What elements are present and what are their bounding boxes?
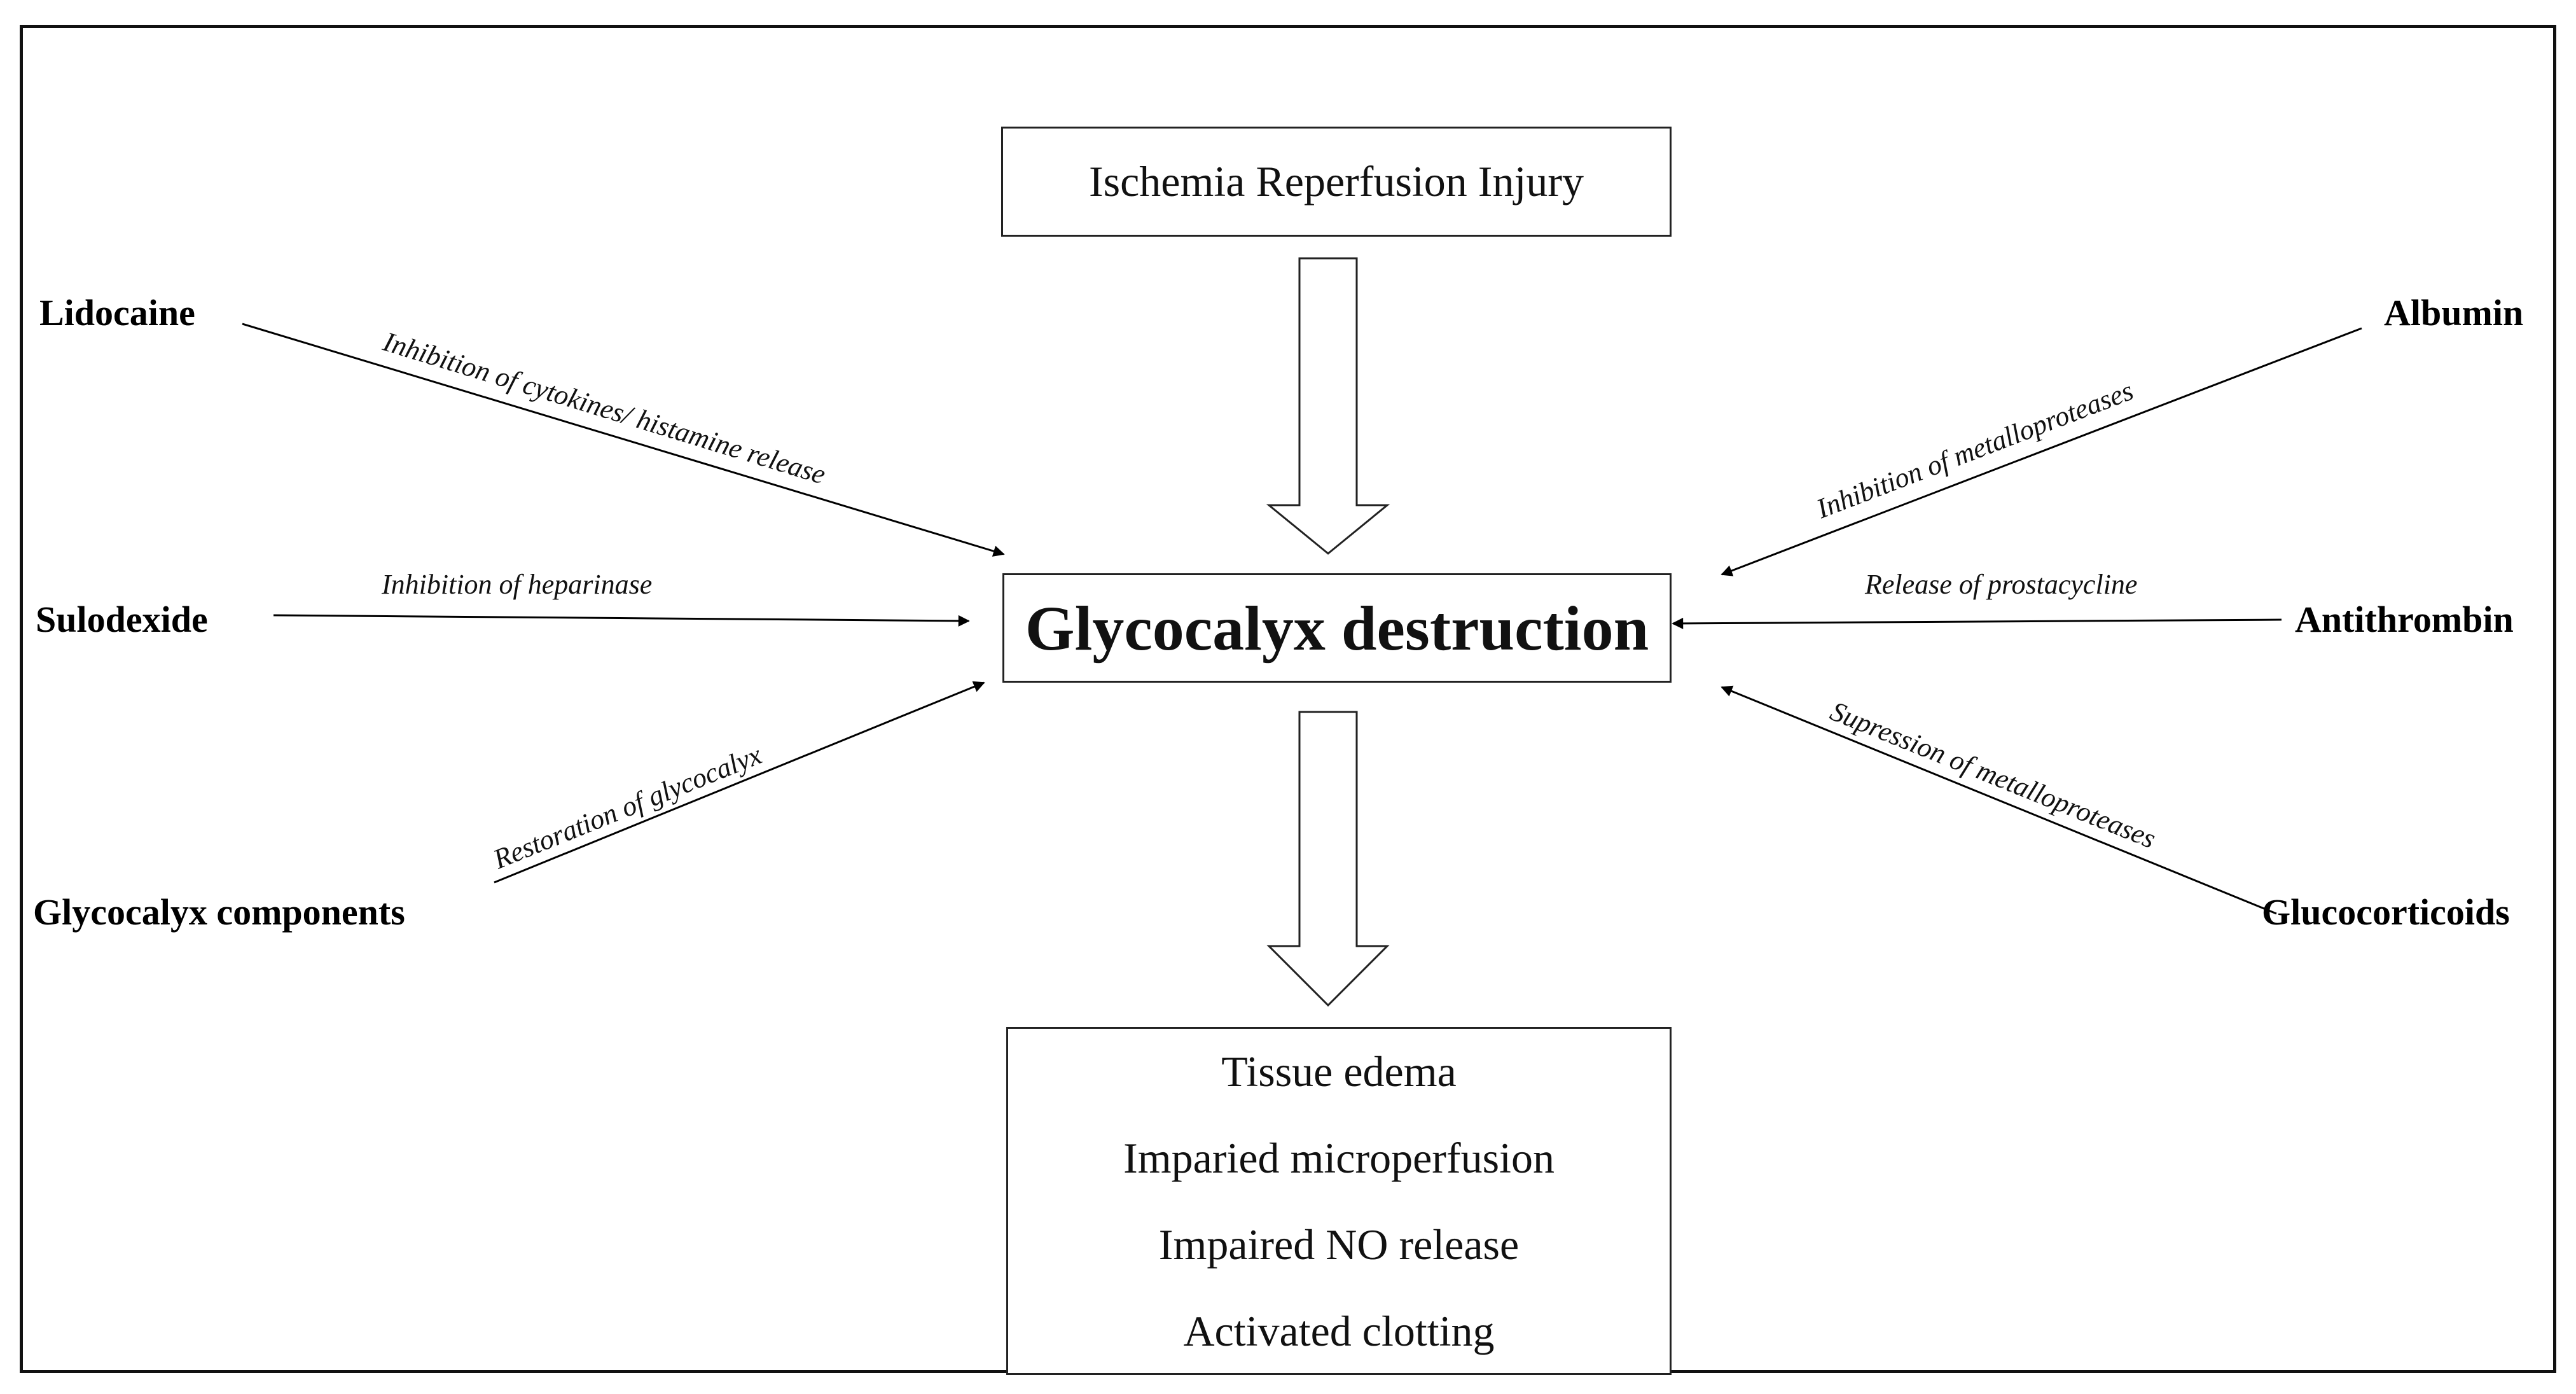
agent-sulodexide: Sulodexide xyxy=(36,599,208,640)
arrow-glucocorticoids xyxy=(1721,685,2277,915)
agent-albumin: Albumin xyxy=(2384,292,2524,333)
glycocalyx-destruction-box: Glycocalyx destruction xyxy=(1002,573,1672,683)
hollow-arrow-down-top xyxy=(1266,257,1390,555)
outcome-item: Activated clotting xyxy=(1183,1306,1495,1355)
glycocalyx-destruction-label: Glycocalyx destruction xyxy=(1025,592,1649,664)
arrow-sulodexide xyxy=(273,614,970,627)
mechanism-sulodexide: Inhibition of heparinase xyxy=(382,569,653,600)
agent-antithrombin: Antithrombin xyxy=(2295,599,2514,640)
agent-glucocorticoids: Glucocorticoids xyxy=(2262,891,2510,933)
ischemia-reperfusion-box: Ischemia Reperfusion Injury xyxy=(1001,127,1672,237)
outcome-item: Impaired NO release xyxy=(1158,1220,1520,1269)
arrow-albumin xyxy=(1721,327,2362,576)
outcomes-box: Tissue edema Imparied microperfusion Imp… xyxy=(1006,1027,1672,1375)
hollow-arrow-down-bottom xyxy=(1266,711,1390,1007)
arrow-antithrombin xyxy=(1672,617,2282,629)
agent-glycocalyx-components: Glycocalyx components xyxy=(33,891,405,933)
outcome-item: Tissue edema xyxy=(1221,1047,1457,1096)
agent-lidocaine: Lidocaine xyxy=(39,292,195,333)
mechanism-antithrombin: Release of prostacycline xyxy=(1865,569,2138,600)
arrow-lidocaine xyxy=(242,323,1005,557)
outcome-item: Imparied microperfusion xyxy=(1123,1133,1555,1182)
arrow-glycocalyx-components xyxy=(494,681,985,884)
ischemia-reperfusion-label: Ischemia Reperfusion Injury xyxy=(1089,157,1584,206)
